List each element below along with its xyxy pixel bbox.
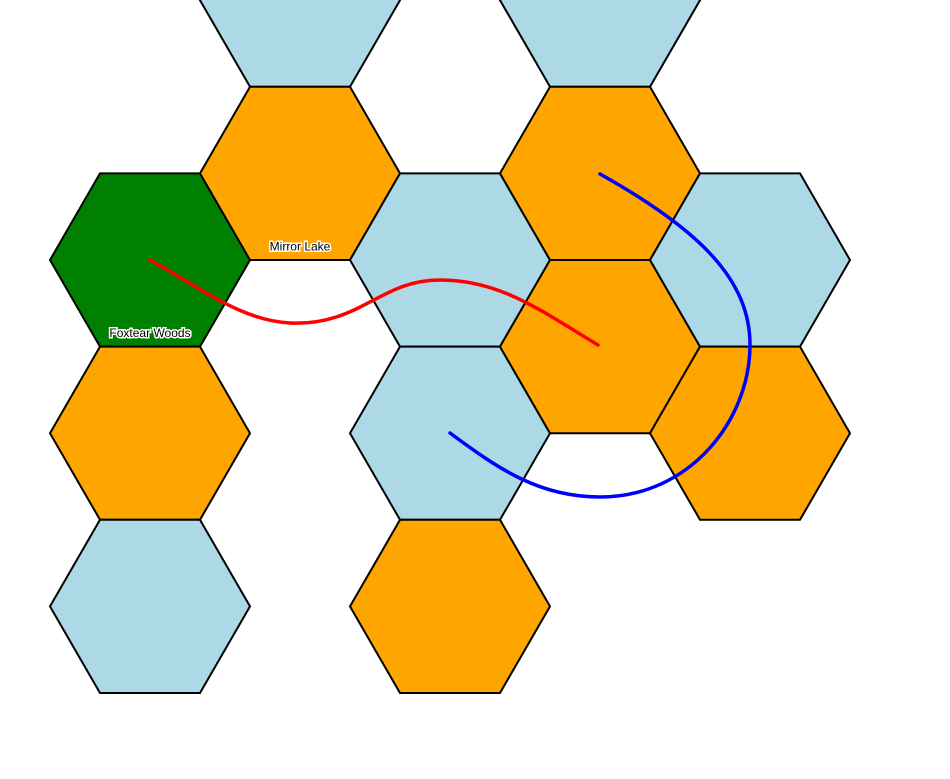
hex-tile-water[interactable] xyxy=(48,518,252,694)
hex-tile-desert[interactable] xyxy=(648,345,852,521)
hex-tile-water[interactable] xyxy=(498,0,702,88)
hex-label: Foxtear Woods xyxy=(109,326,190,340)
label-layer: Foxtear Woods Mirror Lake xyxy=(108,238,332,342)
hex-tile-desert[interactable] xyxy=(348,518,552,694)
hex-tile-desert[interactable] xyxy=(48,345,252,521)
river-layer xyxy=(148,172,752,499)
hex-label: Mirror Lake xyxy=(270,239,331,253)
hex-layer xyxy=(48,0,852,694)
blue-river-path xyxy=(448,172,752,499)
hex-tile-water[interactable] xyxy=(198,0,402,88)
red-river-path xyxy=(148,258,600,347)
